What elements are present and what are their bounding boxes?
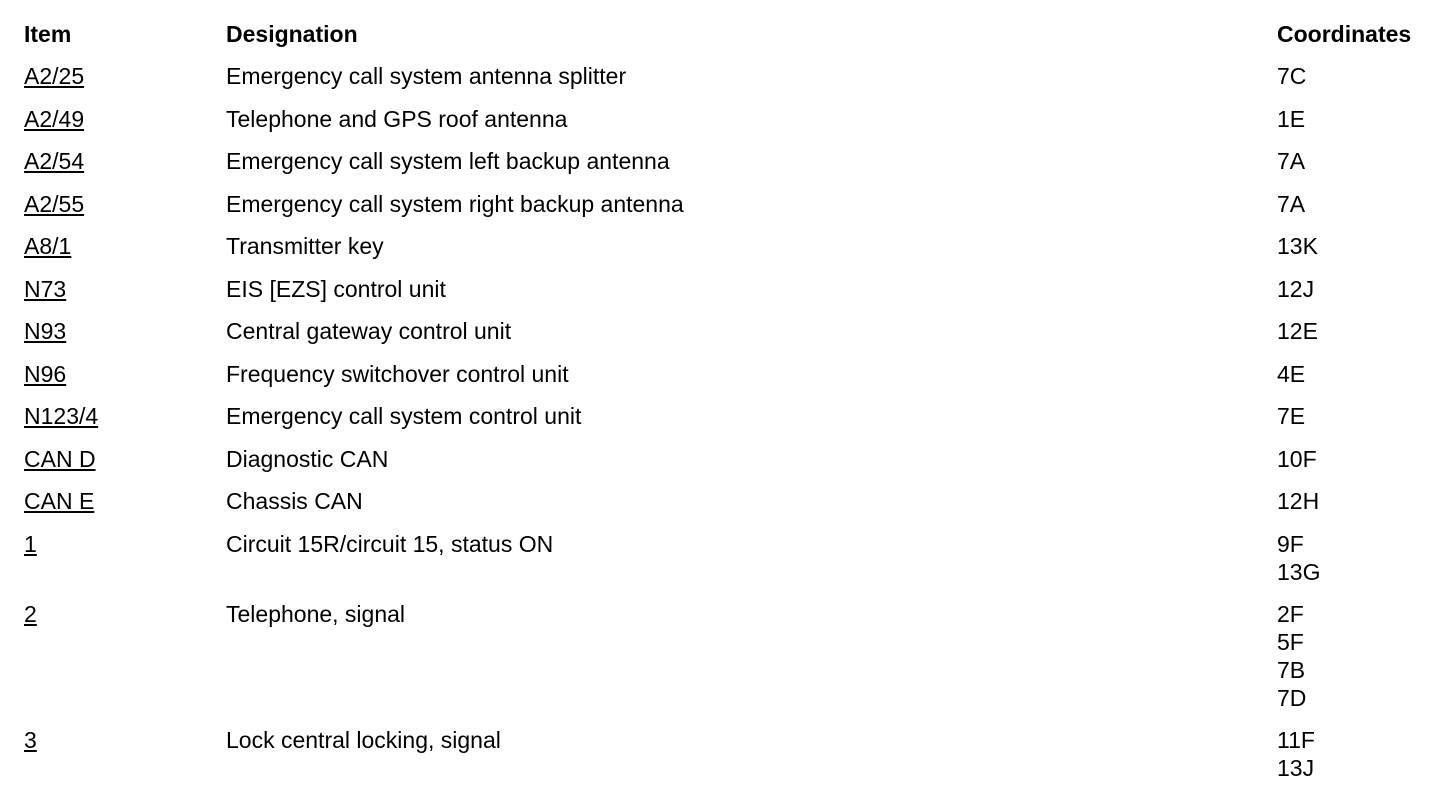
table-row: N96 Frequency switchover control unit 4E — [24, 360, 1434, 403]
table-row: N73 EIS [EZS] control unit 12J — [24, 275, 1434, 318]
item-cell: A2/54 — [24, 147, 226, 175]
table-row: A2/55 Emergency call system right backup … — [24, 190, 1434, 233]
item-link[interactable]: A2/25 — [24, 63, 85, 89]
item-link[interactable]: CAN E — [24, 488, 95, 514]
coordinate-value: 12E — [1277, 318, 1318, 344]
item-cell: N93 — [24, 317, 226, 345]
header-item: Item — [24, 21, 72, 47]
item-cell: 3 — [24, 726, 226, 754]
table-row: A8/1 Transmitter key 13K — [24, 232, 1434, 275]
item-link[interactable]: N73 — [24, 275, 67, 302]
coordinates-cell: 1E — [1277, 105, 1434, 133]
item-link[interactable]: CAN D — [24, 445, 96, 472]
item-cell: A2/49 — [24, 105, 226, 133]
table-row: N123/4 Emergency call system control unit… — [24, 402, 1434, 445]
designation-cell: Telephone, signal — [226, 600, 406, 627]
coordinates-cell: 7E — [1277, 402, 1434, 430]
designation-cell: Chassis CAN — [226, 488, 363, 514]
item-cell: 1 — [24, 530, 226, 558]
coordinates-cell: 7A — [1277, 147, 1434, 175]
coordinate-value: 1E — [1277, 105, 1306, 132]
designation-cell: Telephone and GPS roof antenna — [226, 105, 568, 132]
item-cell: CAN D — [24, 445, 226, 473]
table-row: N93 Central gateway control unit 12E — [24, 317, 1434, 360]
item-cell: A8/1 — [24, 232, 226, 260]
item-link[interactable]: 2 — [24, 600, 37, 627]
coordinate-value: 5F — [1277, 628, 1304, 655]
coordinate-value: 12H — [1277, 488, 1320, 514]
coordinates-cell: 12E — [1277, 317, 1434, 345]
coordinate-value: 13G — [1277, 558, 1321, 585]
coordinates-cell: 7C — [1277, 62, 1434, 90]
designation-cell: Central gateway control unit — [226, 318, 512, 344]
designation-cell: Transmitter key — [226, 233, 384, 259]
designation-cell: Emergency call system left backup antenn… — [226, 148, 670, 174]
item-cell: N73 — [24, 275, 226, 303]
item-cell: A2/25 — [24, 62, 226, 90]
coordinate-value: 2F — [1277, 600, 1304, 627]
item-cell: N96 — [24, 360, 226, 388]
table-row: A2/54 Emergency call system left backup a… — [24, 147, 1434, 190]
item-link[interactable]: N123/4 — [24, 403, 99, 429]
coordinate-value: 13J — [1277, 754, 1315, 781]
item-link[interactable]: A2/49 — [24, 105, 85, 132]
designation-cell: Emergency call system right backup anten… — [226, 190, 684, 217]
coordinate-value: 12J — [1277, 275, 1315, 302]
item-link[interactable]: A8/1 — [24, 233, 72, 259]
table-body: A2/25 Emergency call system antenna split… — [24, 62, 1434, 796]
item-cell: 2 — [24, 600, 226, 628]
coordinate-value: 13K — [1277, 233, 1318, 259]
coordinates-cell: 7A — [1277, 190, 1434, 218]
table-row: CAN E Chassis CAN 12H — [24, 487, 1434, 530]
coordinate-value: 7A — [1277, 190, 1306, 217]
item-link[interactable]: N93 — [24, 318, 67, 344]
coordinate-value: 9F — [1277, 530, 1304, 557]
table-header: Item Designation Coordinates — [24, 20, 1434, 62]
item-cell: CAN E — [24, 487, 226, 515]
coordinates-cell: 12J — [1277, 275, 1434, 303]
item-cell: A2/55 — [24, 190, 226, 218]
item-link[interactable]: A2/55 — [24, 190, 85, 217]
item-link[interactable]: A2/54 — [24, 148, 85, 174]
coordinate-value: 7C — [1277, 63, 1307, 89]
header-designation: Designation — [226, 21, 358, 47]
designation-cell: Emergency call system control unit — [226, 403, 582, 429]
designation-cell: Lock central locking, signal — [226, 726, 501, 753]
table-row: A2/49 Telephone and GPS roof antenna 1E — [24, 105, 1434, 148]
item-link[interactable]: N96 — [24, 360, 67, 387]
coordinate-value: 4E — [1277, 360, 1306, 387]
coordinates-cell: 12H — [1277, 487, 1434, 515]
coordinate-value: 11F — [1277, 726, 1315, 753]
coordinate-value: 7E — [1277, 403, 1306, 429]
coordinate-value: 7A — [1277, 148, 1306, 174]
header-coordinates: Coordinates — [1277, 21, 1412, 47]
designation-cell: Frequency switchover control unit — [226, 360, 569, 387]
designation-cell: Circuit 15R/circuit 15, status ON — [226, 530, 554, 557]
item-cell: N123/4 — [24, 402, 226, 430]
coordinates-cell: 13K — [1277, 232, 1434, 260]
designation-cell: Emergency call system antenna splitter — [226, 63, 627, 89]
coordinate-value: 10F — [1277, 445, 1317, 472]
table-row: A2/25 Emergency call system antenna split… — [24, 62, 1434, 105]
coordinates-cell: 10F — [1277, 445, 1434, 473]
item-link[interactable]: 1 — [24, 530, 37, 557]
table-row: CAN D Diagnostic CAN 10F — [24, 445, 1434, 488]
coordinate-value: 7B — [1277, 656, 1306, 683]
coordinates-cell: 4E — [1277, 360, 1434, 388]
designation-cell: Diagnostic CAN — [226, 445, 389, 472]
coordinate-value: 7D — [1277, 684, 1307, 711]
designation-cell: EIS [EZS] control unit — [226, 275, 446, 302]
item-link[interactable]: 3 — [24, 726, 37, 753]
